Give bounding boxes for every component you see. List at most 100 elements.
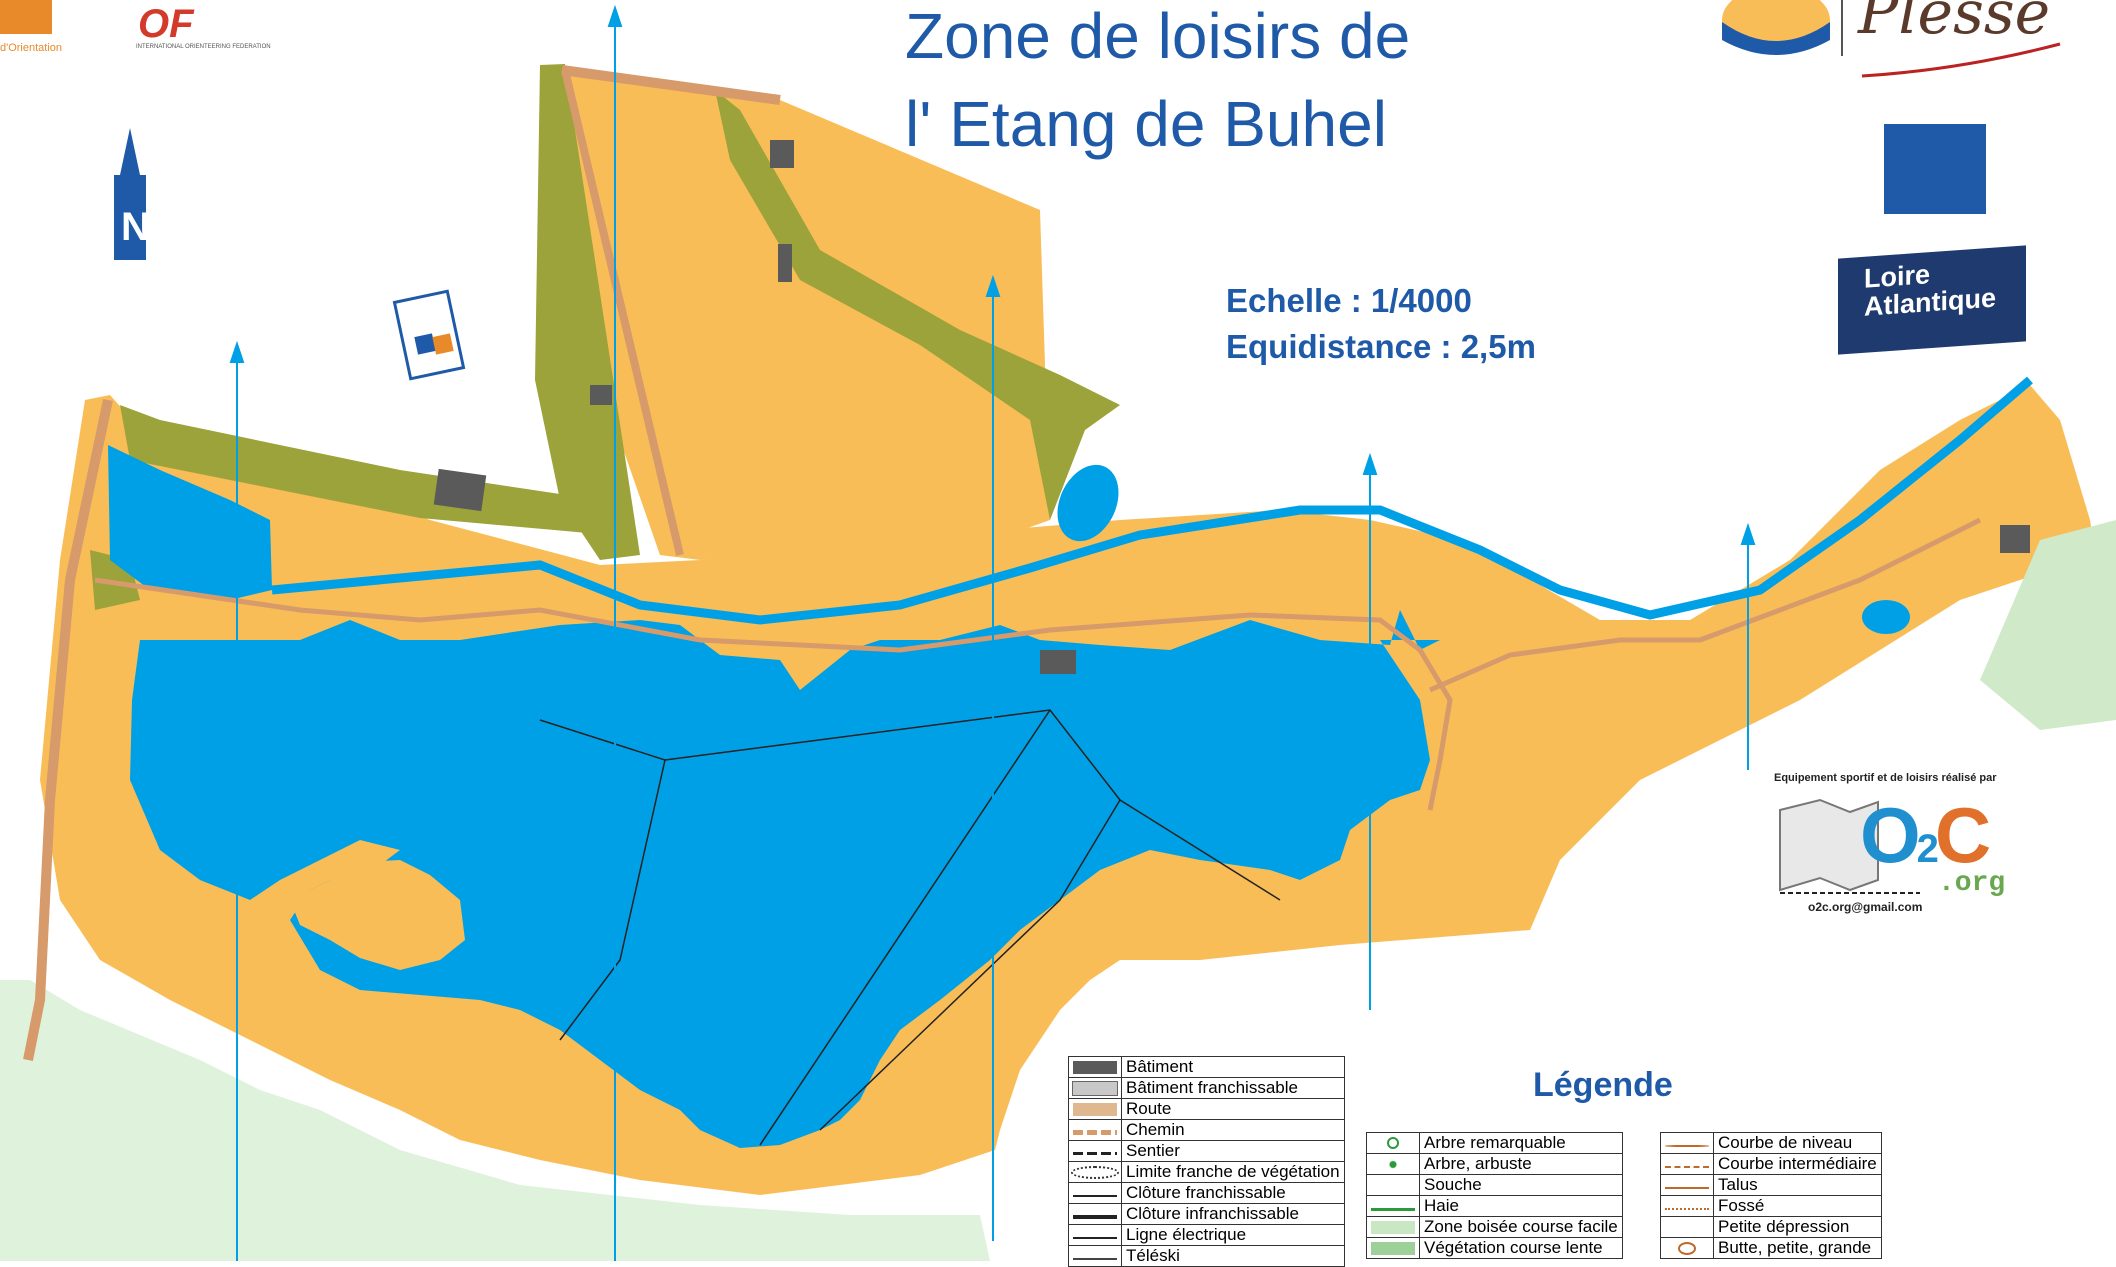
- scale-info: Echelle : 1/4000 Equidistance : 2,5m: [1226, 278, 1536, 370]
- legend-label: Chemin: [1121, 1119, 1345, 1141]
- legend-row: Route: [1068, 1098, 1345, 1120]
- legend-label: Bâtiment: [1121, 1056, 1345, 1078]
- legend-row: Végétation course lente: [1366, 1237, 1623, 1259]
- legend-row: Téléski: [1068, 1245, 1345, 1267]
- legend-label: Clôture franchissable: [1121, 1182, 1345, 1204]
- legend-title: Légende: [1533, 1066, 1673, 1104]
- legend-label: Limite franche de végétation: [1121, 1161, 1345, 1183]
- pond-west: [108, 445, 272, 600]
- lake-lines-2: [664, 709, 1281, 901]
- green-band-south: [0, 980, 990, 1261]
- legend-label: Butte, petite, grande: [1713, 1237, 1882, 1259]
- legend-label: Clôture infranchissable: [1121, 1203, 1345, 1225]
- legend-label: Souche: [1419, 1174, 1623, 1196]
- legend-row: Bâtiment: [1068, 1056, 1345, 1078]
- tree-bush-symbol: [1383, 1157, 1403, 1171]
- legend-symbol-cell: [1366, 1216, 1420, 1238]
- road-north: [561, 65, 781, 105]
- building-2: [590, 385, 612, 405]
- hedge-symbol: [1371, 1207, 1415, 1211]
- legend-label: Bâtiment franchissable: [1121, 1077, 1345, 1099]
- special-tree-symbol: [1387, 1137, 1399, 1149]
- road-lake-north: [94, 577, 1453, 811]
- legend-symbol-cell: [1068, 1077, 1122, 1099]
- o2c-email: o2c.org@gmail.com: [1808, 900, 1923, 914]
- pond-north: [1057, 464, 1119, 542]
- legend-row: Talus: [1660, 1174, 1882, 1196]
- legend-row: Petite dépression: [1660, 1216, 1882, 1238]
- vegetation-slow-symbol: [1371, 1241, 1415, 1255]
- building-passable-symbol: [1072, 1080, 1118, 1096]
- legend-label: Végétation course lente: [1419, 1237, 1623, 1259]
- legend-row: Arbre, arbuste: [1366, 1153, 1623, 1175]
- legend-row: Haie: [1366, 1195, 1623, 1217]
- legend-label: Téléski: [1121, 1245, 1345, 1267]
- legend-symbol-cell: [1366, 1153, 1420, 1175]
- legend-symbol-cell: [1068, 1161, 1122, 1183]
- island: [290, 860, 465, 970]
- legend-symbol-cell: [1660, 1237, 1714, 1259]
- pavillon-bleu-logo: [1884, 124, 1986, 214]
- o2c-caption: Equipement sportif et de loisirs réalisé…: [1774, 772, 1997, 784]
- legend-symbol-cell: [1660, 1153, 1714, 1175]
- track-symbol: [1073, 1129, 1117, 1135]
- ffco-logo-text: d'Orientation: [0, 42, 63, 54]
- legend-symbol-cell: [1068, 1056, 1122, 1078]
- vegetation-boundary-symbol: [1071, 1165, 1119, 1179]
- lake-lines-4: [759, 709, 1051, 1146]
- loire-atlantique-logo: Loire Atlantique: [1838, 245, 2026, 355]
- legend-symbol-cell: [1068, 1203, 1122, 1225]
- legend-symbol-cell: [1068, 1182, 1122, 1204]
- north-symbol: N: [114, 128, 150, 260]
- legend-row: Ligne électrique: [1068, 1224, 1345, 1246]
- road-east: [1428, 517, 1982, 693]
- small-depression-symbol: [1665, 1221, 1709, 1234]
- legend-label: Zone boisée course facile: [1419, 1216, 1623, 1238]
- o2c-map-icon: [1779, 798, 1920, 894]
- legend-symbol-cell: [1660, 1132, 1714, 1154]
- map-title-line2: l' Etang de Buhel: [905, 88, 1387, 160]
- pavillon-bleu-label: PAVILLON BLEU: [1883, 198, 1987, 213]
- legend-label: Petite dépression: [1713, 1216, 1882, 1238]
- knoll-symbol: [1678, 1241, 1696, 1255]
- fence-impassable-symbol: [1073, 1214, 1117, 1219]
- plesse-logo-mark: [1722, 0, 2061, 78]
- building-6: [2000, 525, 2030, 553]
- plesse-logo-text: Plesse: [1858, 0, 2051, 48]
- legend-label: Arbre remarquable: [1419, 1132, 1623, 1154]
- legend-symbol-cell: [1068, 1119, 1122, 1141]
- legend-symbol-cell: [1068, 1224, 1122, 1246]
- contour-symbol: [1665, 1145, 1709, 1147]
- o2c-logo: O2C: [1860, 791, 1991, 879]
- stump-symbol: [1371, 1179, 1415, 1192]
- legend-row: Souche: [1366, 1174, 1623, 1196]
- earth-bank-symbol: [1665, 1187, 1709, 1189]
- legend-row: Butte, petite, grande: [1660, 1237, 1882, 1259]
- north-lines: [229, 4, 1756, 1261]
- forest-north-band: [535, 64, 640, 560]
- legend-label: Sentier: [1121, 1140, 1345, 1162]
- building-5: [1040, 650, 1076, 674]
- legend-row: Courbe intermédiaire: [1660, 1153, 1882, 1175]
- legend-symbol-cell: [1366, 1195, 1420, 1217]
- o2c-org: .org: [1938, 868, 2006, 899]
- legend-row: Clôture franchissable: [1068, 1182, 1345, 1204]
- iof-logo-text: INTERNATIONAL ORIENTEERING FEDERATION: [136, 44, 271, 50]
- legend-row: Limite franche de végétation: [1068, 1161, 1345, 1183]
- legend-row: Bâtiment franchissable: [1068, 1077, 1345, 1099]
- legend-row: Zone boisée course facile: [1366, 1216, 1623, 1238]
- legend-label: Courbe de niveau: [1713, 1132, 1882, 1154]
- legend-row: Chemin: [1068, 1119, 1345, 1141]
- legend-symbol-cell: [1366, 1174, 1420, 1196]
- road-wedge: [561, 69, 684, 556]
- legend-label: Talus: [1713, 1174, 1882, 1196]
- legend-symbol-cell: [1660, 1216, 1714, 1238]
- svg-text:N: N: [121, 205, 150, 249]
- open-land-north: [562, 70, 1050, 560]
- legend-label: Route: [1121, 1098, 1345, 1120]
- ffco-logo: [0, 0, 52, 34]
- legend-symbol-cell: [1660, 1174, 1714, 1196]
